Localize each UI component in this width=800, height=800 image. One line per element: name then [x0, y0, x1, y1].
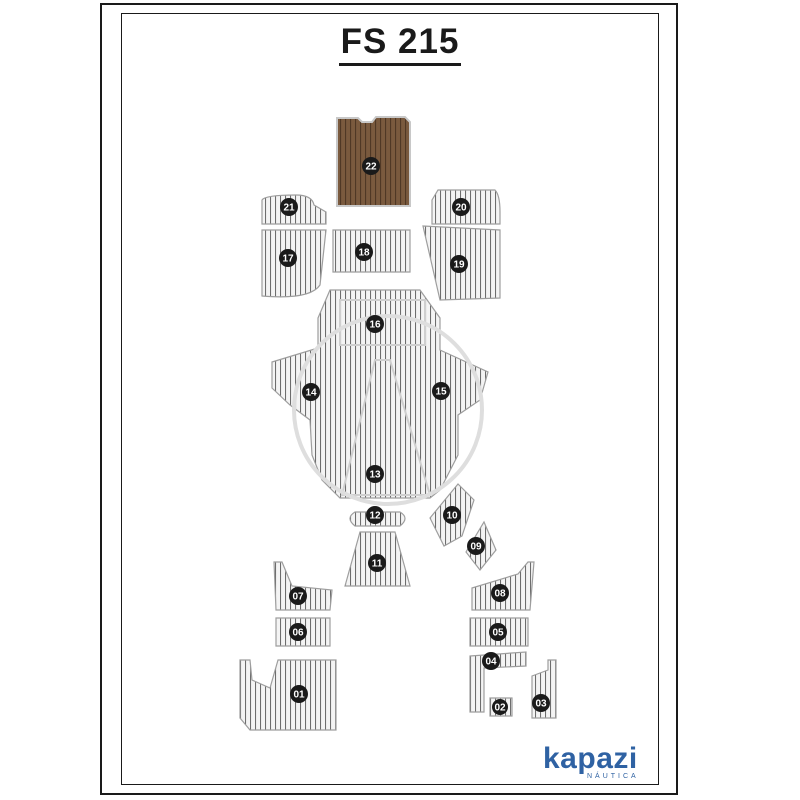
piece-14-badge: 14 — [302, 383, 320, 401]
piece-12-label: 12 — [369, 511, 381, 522]
piece-15-badge: 15 — [432, 382, 450, 400]
piece-09-badge-circle — [467, 537, 485, 555]
piece-21-badge-circle — [280, 198, 298, 216]
piece-17-badge-circle — [279, 249, 297, 267]
piece-05-badge: 05 — [489, 623, 507, 641]
piece-22-badge: 22 — [362, 157, 380, 175]
piece-02-badge-circle — [492, 699, 508, 715]
piece-14-badge-circle — [302, 383, 320, 401]
piece-19-label: 19 — [453, 260, 465, 271]
console-circle — [292, 314, 484, 506]
piece-07-label: 07 — [292, 592, 304, 603]
piece-05-label: 05 — [492, 628, 504, 639]
piece-13-outline — [340, 359, 432, 496]
piece-18-badge: 18 — [355, 243, 373, 261]
piece-12-badge-circle — [366, 506, 384, 524]
logo-subtitle: NÁUTICA — [587, 773, 639, 780]
piece-07-badge-circle — [289, 587, 307, 605]
logo-word: kapazi — [543, 742, 638, 775]
piece-09-badge: 09 — [467, 537, 485, 555]
piece-11-badge-circle — [368, 554, 386, 572]
piece-01-shape — [239, 659, 337, 731]
piece-19-badge-circle — [450, 255, 468, 273]
piece-12-badge: 12 — [366, 506, 384, 524]
piece-18-badge-circle — [355, 243, 373, 261]
piece-16-label: 16 — [369, 320, 381, 331]
piece-09-label: 09 — [470, 542, 482, 553]
piece-16-badge: 16 — [366, 315, 384, 333]
piece-14-label: 14 — [305, 388, 317, 399]
piece-10-label: 10 — [446, 511, 458, 522]
piece-02-label: 02 — [494, 703, 506, 714]
piece-10-badge: 10 — [443, 506, 461, 524]
piece-04-badge-circle — [482, 652, 500, 670]
piece-13-label: 13 — [369, 470, 381, 481]
piece-17-label: 17 — [282, 254, 294, 265]
piece-06-badge-circle — [289, 623, 307, 641]
piece-03-badge-circle — [532, 694, 550, 712]
piece-05-badge-circle — [489, 623, 507, 641]
piece-13-badge-circle — [366, 465, 384, 483]
piece-02-badge: 02 — [492, 699, 508, 715]
piece-15-label: 15 — [435, 387, 447, 398]
piece-21-badge: 21 — [280, 198, 298, 216]
piece-04-label: 04 — [485, 657, 497, 668]
piece-18-label: 18 — [358, 248, 370, 259]
inner-frame — [121, 13, 659, 785]
outer-frame — [100, 3, 678, 795]
kapazi-logo: kapazi NÁUTICA — [543, 742, 653, 782]
piece-01-badge: 01 — [290, 685, 308, 703]
piece-08-badge-circle — [491, 584, 509, 602]
piece-22-label: 22 — [365, 162, 377, 173]
piece-11-label: 11 — [372, 559, 383, 570]
piece-03-badge: 03 — [532, 694, 550, 712]
piece-07-badge: 07 — [289, 587, 307, 605]
piece-13-badge: 13 — [366, 465, 384, 483]
piece-16-badge-circle — [366, 315, 384, 333]
piece-20-badge: 20 — [452, 198, 470, 216]
piece-04-shape — [469, 651, 527, 713]
piece-07-shape — [273, 561, 333, 611]
piece-04-badge: 04 — [482, 652, 500, 670]
piece-08-badge: 08 — [491, 584, 509, 602]
piece-22-badge-circle — [362, 157, 380, 175]
piece-17-badge: 17 — [279, 249, 297, 267]
piece-19-badge: 19 — [450, 255, 468, 273]
piece-15-badge-circle — [432, 382, 450, 400]
piece-08-label: 08 — [494, 589, 506, 600]
piece-06-label: 06 — [292, 628, 304, 639]
piece-20-badge-circle — [452, 198, 470, 216]
piece-03-label: 03 — [535, 699, 547, 710]
piece-06-badge: 06 — [289, 623, 307, 641]
piece-20-label: 20 — [455, 203, 467, 214]
diagram-title: FS 215 — [0, 22, 800, 66]
piece-01-badge-circle — [290, 685, 308, 703]
piece-01-label: 01 — [293, 690, 305, 701]
piece-11-badge: 11 — [368, 554, 386, 572]
piece-21-label: 21 — [283, 203, 295, 214]
piece-10-badge-circle — [443, 506, 461, 524]
